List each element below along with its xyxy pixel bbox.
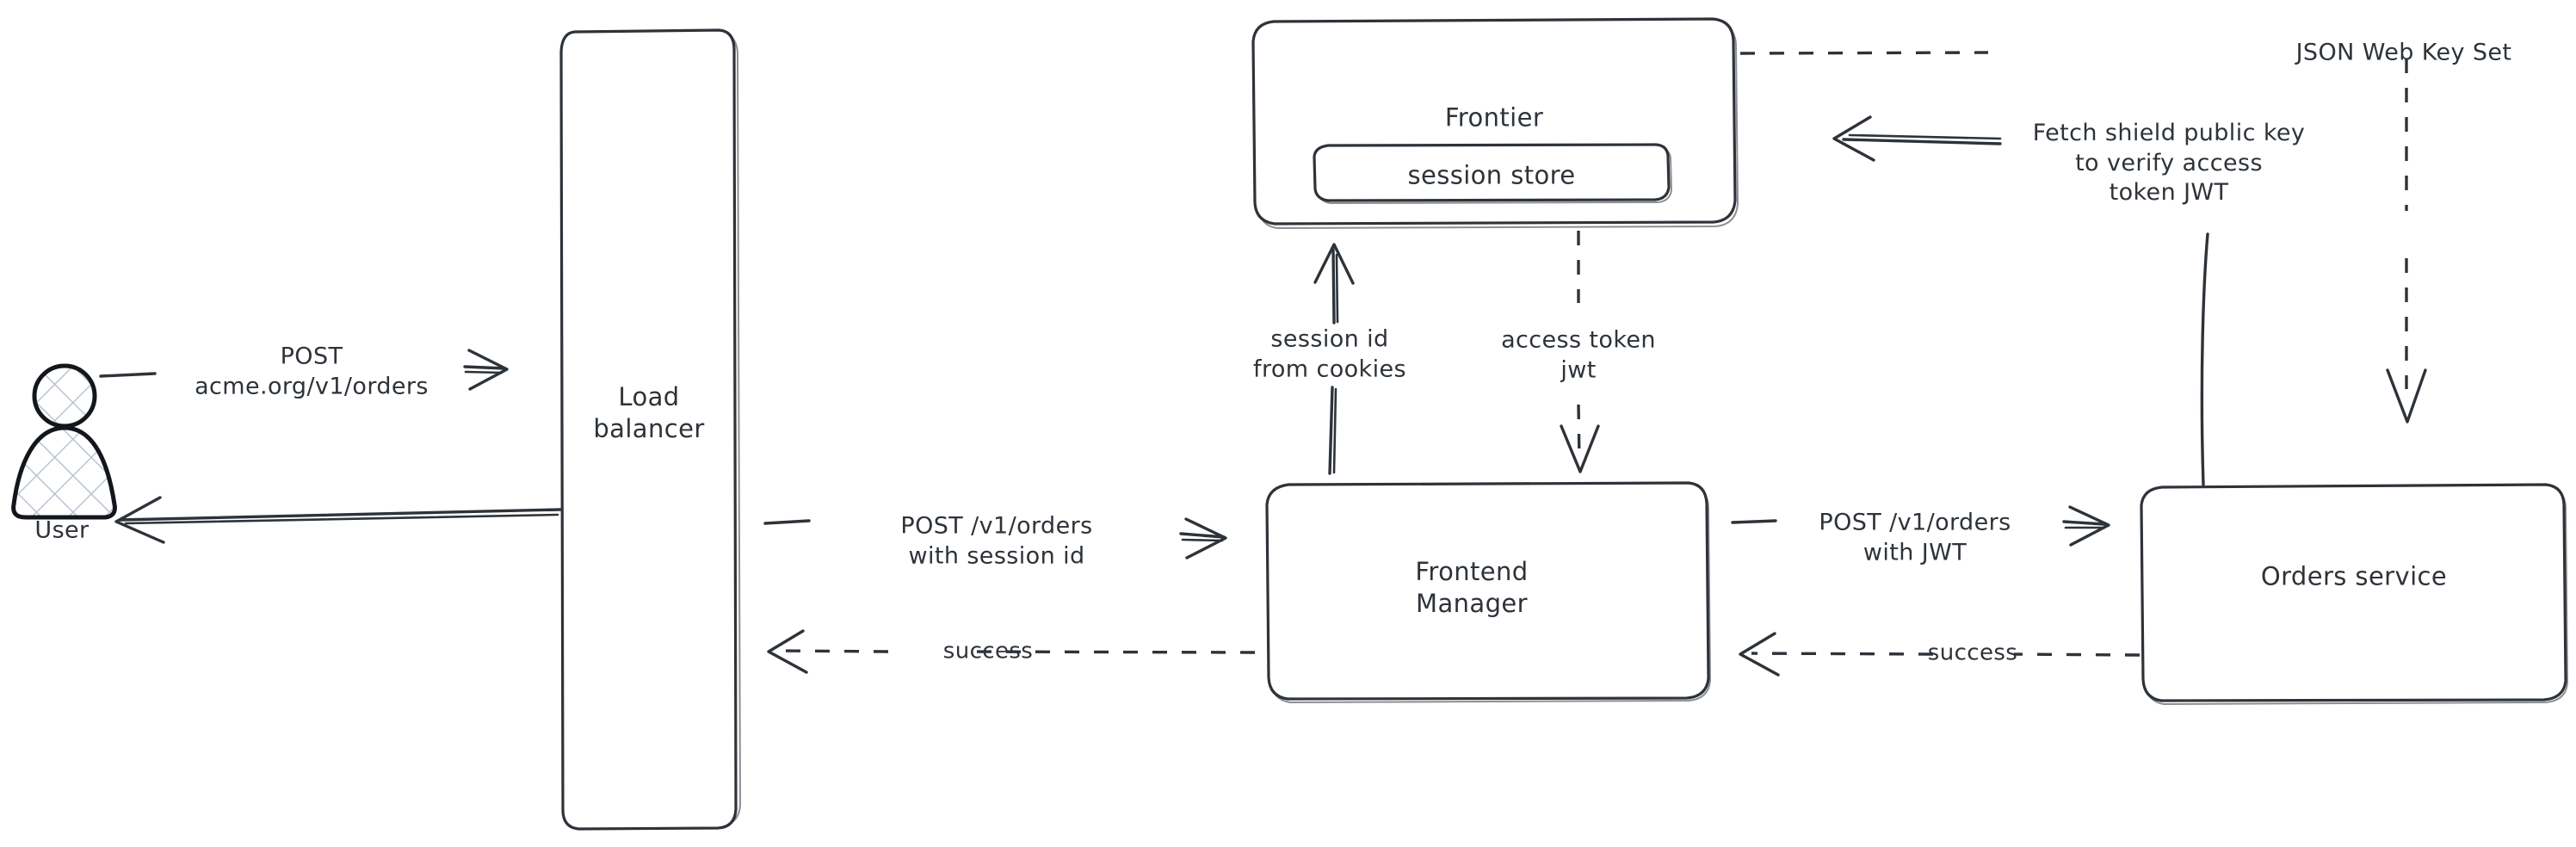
session-store-node[interactable] xyxy=(1313,143,1672,204)
edge-orders-service-to-frontier xyxy=(1832,115,2209,486)
orders-service-node[interactable] xyxy=(2140,483,2568,705)
edge-frontend-manager-to-orders-service xyxy=(1731,505,2110,547)
edge-frontend-manager-to-frontier xyxy=(1313,243,1355,475)
edge-frontier-to-orders-service xyxy=(1739,51,2427,424)
edge-user-to-load-balancer xyxy=(99,349,509,391)
user-actor-icon xyxy=(11,363,117,520)
edge-frontier-to-frontend-manager xyxy=(1560,231,1600,473)
edge-load-balancer-to-frontend-manager xyxy=(763,517,1227,560)
edge-load-balancer-to-user xyxy=(114,496,562,544)
frontend-manager-node[interactable] xyxy=(1265,481,1711,703)
load-balancer-node[interactable] xyxy=(559,28,741,831)
edge-frontend-manager-to-load-balancer xyxy=(767,629,1256,674)
edge-orders-service-to-frontend-manager xyxy=(1739,632,2140,677)
